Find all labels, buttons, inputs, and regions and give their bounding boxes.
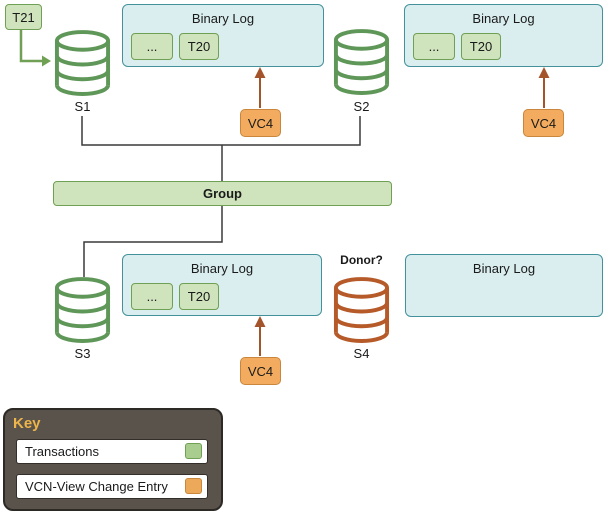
t21-to-s1-arrow	[19, 30, 51, 67]
vc4-arrow-1	[254, 67, 266, 108]
binary-log-s1: Binary Log ... T20	[122, 4, 324, 67]
vc4-arrow-3	[254, 316, 266, 356]
binary-log-entries: ... T20	[413, 33, 501, 60]
database-cylinder-s2	[333, 29, 390, 95]
server-label-s1: S1	[74, 99, 91, 114]
binlog-entry-chip: T20	[179, 33, 219, 60]
key-legend-title: Key	[13, 415, 41, 432]
key-legend: Key Transactions VCN-View Change Entry	[3, 408, 223, 511]
donor-annotation: Donor?	[340, 253, 383, 267]
database-cylinder-s4	[333, 277, 390, 343]
server-label-s3: S3	[74, 346, 91, 361]
binlog-entry-chip: T20	[461, 33, 501, 60]
binlog-entry-chip: ...	[131, 33, 173, 60]
binlog-entry-chip: ...	[413, 33, 455, 60]
vc4-arrow-2	[538, 67, 550, 108]
key-row-transactions: Transactions	[16, 439, 208, 464]
view-change-vc4-box-2: VC4	[523, 109, 564, 137]
binary-log-entries: ... T20	[131, 33, 219, 60]
key-row-view-change: VCN-View Change Entry	[16, 474, 208, 499]
binary-log-entries: ... T20	[131, 283, 219, 310]
database-cylinder-s1	[54, 30, 111, 96]
server-label-s2: S2	[353, 99, 370, 114]
binary-log-title: Binary Log	[472, 261, 536, 276]
transactions-color-swatch	[185, 443, 202, 459]
view-change-vc4-box-3: VC4	[240, 357, 281, 385]
binlog-entry-chip: ...	[131, 283, 173, 310]
binary-log-s3: Binary Log ... T20	[122, 254, 322, 316]
group-box: Group	[53, 181, 392, 206]
view-change-vc4-box-1: VC4	[240, 109, 281, 137]
vc4-label: VC4	[247, 115, 274, 131]
binary-log-title: Binary Log	[190, 261, 254, 276]
view-change-color-swatch	[185, 478, 202, 494]
binary-log-title: Binary Log	[191, 11, 255, 26]
group-label: Group	[203, 186, 242, 201]
vc4-label: VC4	[530, 115, 557, 131]
key-row-label: VCN-View Change Entry	[25, 479, 168, 494]
key-row-label: Transactions	[25, 444, 99, 459]
connector-s1-s2	[81, 116, 361, 146]
binlog-entry-chip: T20	[179, 283, 219, 310]
transaction-t21-box: T21	[5, 4, 42, 30]
binary-log-s2: Binary Log ... T20	[404, 4, 603, 67]
vc4-label: VC4	[247, 363, 274, 379]
transaction-t21-label: T21	[12, 9, 35, 25]
binary-log-title: Binary Log	[472, 11, 535, 26]
server-label-s4: S4	[353, 346, 370, 361]
database-cylinder-s3	[54, 277, 111, 343]
binary-log-s4: Binary Log	[405, 254, 603, 317]
